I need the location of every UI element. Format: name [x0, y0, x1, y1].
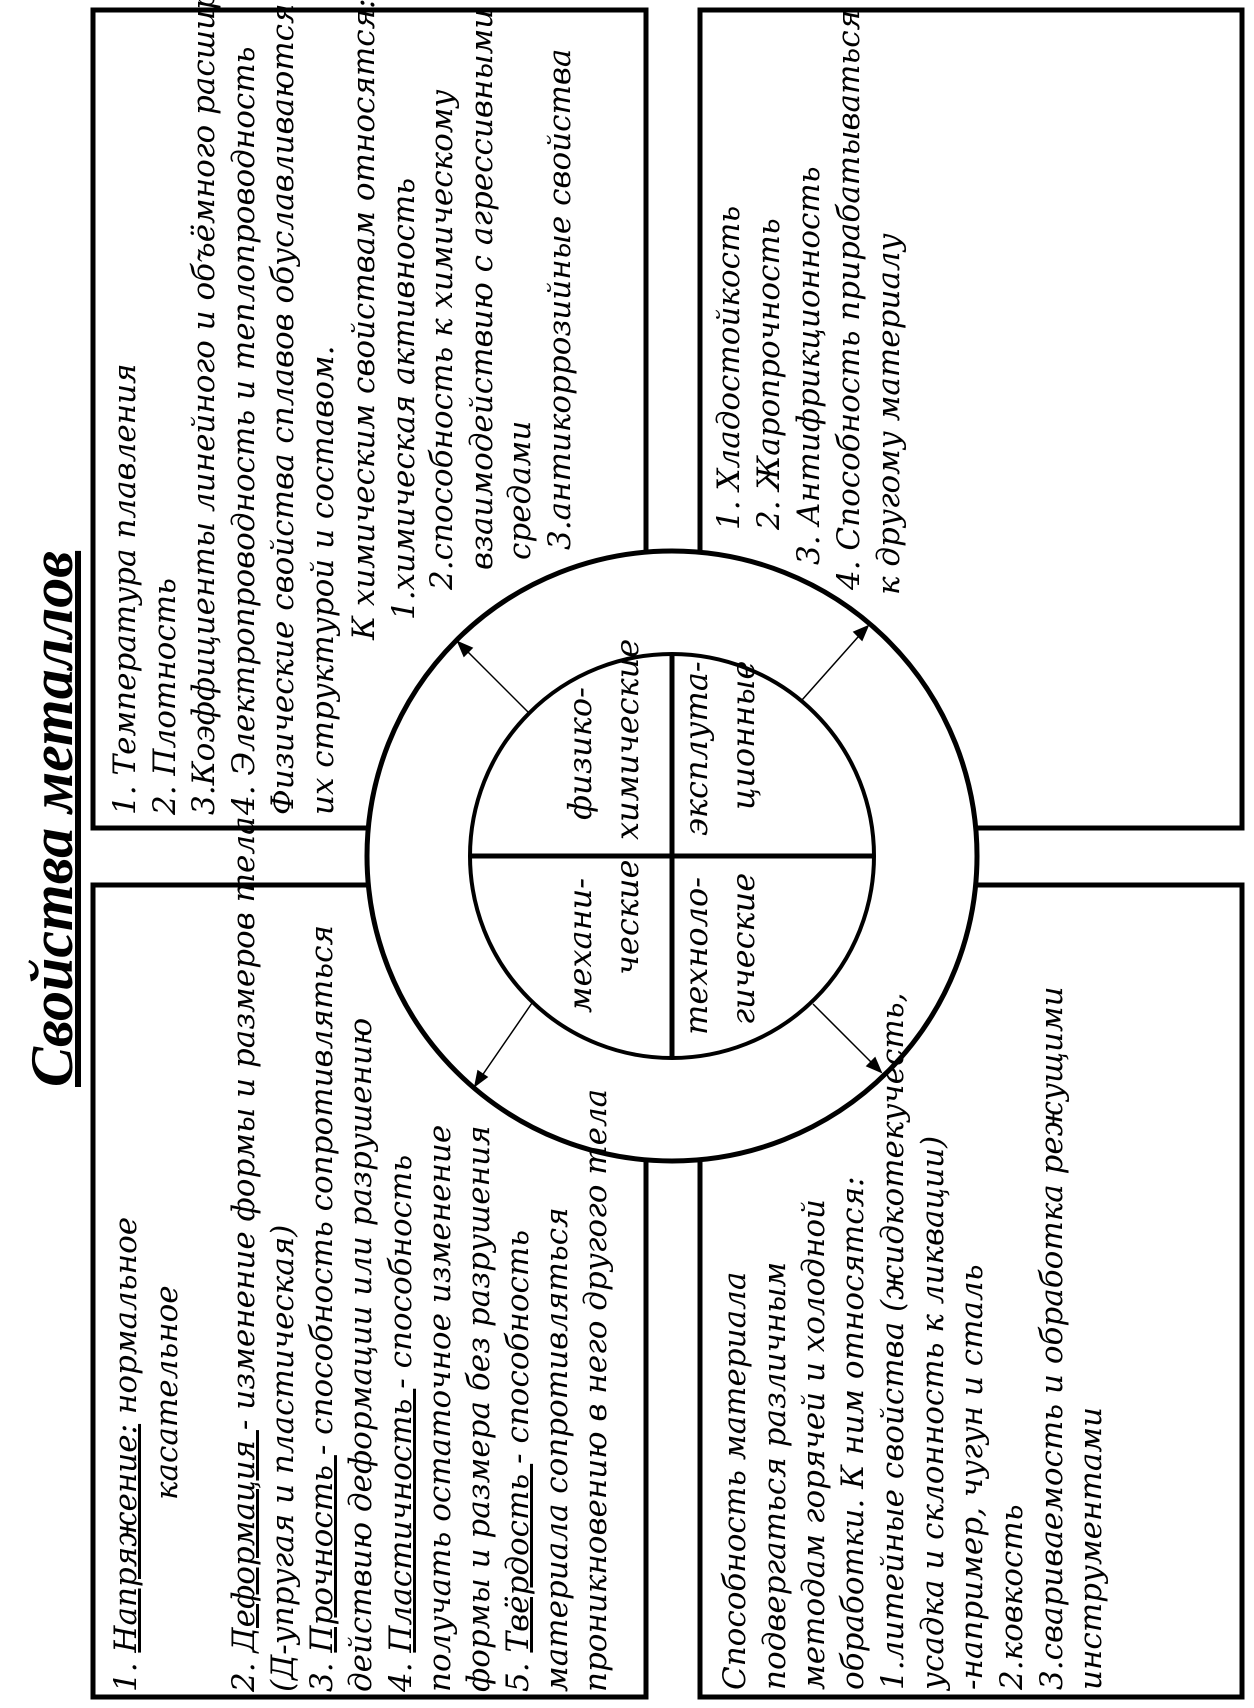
- mechanical-line-9: формы и размера без разрушения: [461, 1125, 497, 1692]
- physchem-line-2: 2. Плотность: [147, 578, 183, 815]
- mechanical-line-8: получать остаточное изменение: [422, 1124, 458, 1692]
- physchem-line-12: 3.антикоррозийные свойства: [542, 48, 578, 550]
- physchem-line-10: взаимодействию с агрессивными: [464, 8, 500, 570]
- operational-line-3: 3. Антифрикционность: [791, 166, 827, 565]
- technological-line-6: усадка и склонность к ликвации): [915, 1135, 951, 1690]
- physchem-line-4: 4. Электропроводность и теплопроводность: [226, 46, 262, 815]
- mechanical-line-3: 2. Деформация - изменение формы и размер…: [226, 816, 262, 1692]
- label-operational-1: эксплута-: [677, 661, 715, 836]
- technological-line-8: 2.ковкость: [994, 1504, 1030, 1690]
- label-operational-2: ционные: [724, 660, 762, 810]
- operational-line-5: к другому материалу: [871, 233, 907, 595]
- technological-line-4: обработки. К ним относятся:: [835, 1176, 871, 1690]
- mechanical-line-4: (Д-упругая и пластическая): [265, 1224, 301, 1692]
- mechanical-line-12: проникновению в него другого тела: [578, 1088, 614, 1692]
- label-physchem-2: химические: [608, 638, 646, 840]
- arrow-mechanical: [473, 1002, 533, 1088]
- page-title: Свойства металлов: [19, 550, 85, 1087]
- arrow-operational: [801, 624, 870, 701]
- label-mechanical-1: механи-: [561, 877, 599, 1013]
- physchem-line-7: К химическим свойствам относятся:: [346, 0, 382, 640]
- technological-line-3: методам горячей и холодной: [796, 1198, 832, 1690]
- mechanical-line-2: касательное: [149, 1285, 185, 1500]
- physchem-line-9: 2.способность к химическому: [424, 89, 460, 590]
- mechanical-line-5: 3. Прочность - способность сопротивлятьс…: [304, 924, 340, 1692]
- technological-line-5: 1.литейные свойства (жидкотекучесть,: [875, 992, 911, 1691]
- physchem-line-11: средами: [502, 420, 538, 560]
- label-physchem-1: физико-: [561, 687, 599, 820]
- mechanical-line-10: 5. Твёрдость - способность: [500, 1229, 536, 1692]
- mechanical-line-6: действию деформации или разрушению: [343, 1017, 379, 1692]
- technological-line-7: -например, чугун и сталь: [954, 1264, 990, 1690]
- physchem-line-5: Физические свойства сплавов обуславливаю…: [265, 3, 301, 815]
- label-mechanical-2: ческие: [608, 859, 646, 975]
- technological-line-2: подвергаться различным: [757, 1261, 793, 1690]
- mechanical-line-1: 1. Напряжение: нормальное: [108, 1216, 144, 1692]
- technological-line-9: 3.свариваемость и обработка режущими: [1034, 986, 1070, 1690]
- technological-line-1: Способность материала: [717, 1271, 753, 1690]
- physchem-line-1: 1. Температура плавления: [107, 363, 143, 815]
- physchem-line-6: их структурой и составом.: [305, 345, 341, 815]
- arrow-physchem: [456, 640, 529, 713]
- physchem-line-3: 3.Коэффициенты линейного и объёмного рас…: [186, 0, 222, 815]
- mechanical-line-11: материала сопротивляться: [539, 1207, 575, 1692]
- physchem-line-8: 1.химическая активность: [386, 177, 422, 620]
- operational-line-2: 2. Жаропрочность: [751, 218, 787, 530]
- label-technological-2: гические: [724, 872, 762, 1025]
- label-technological-1: техноло-: [677, 876, 715, 1035]
- technological-line-10: инструментами: [1073, 1407, 1109, 1690]
- arrow-technological: [812, 1003, 883, 1074]
- operational-line-4: 4. Способность прирабатываться: [831, 9, 867, 590]
- operational-line-1: 1. Хладостойкость: [711, 205, 747, 530]
- mechanical-line-7: 4. Пластичность - способность: [383, 1154, 419, 1692]
